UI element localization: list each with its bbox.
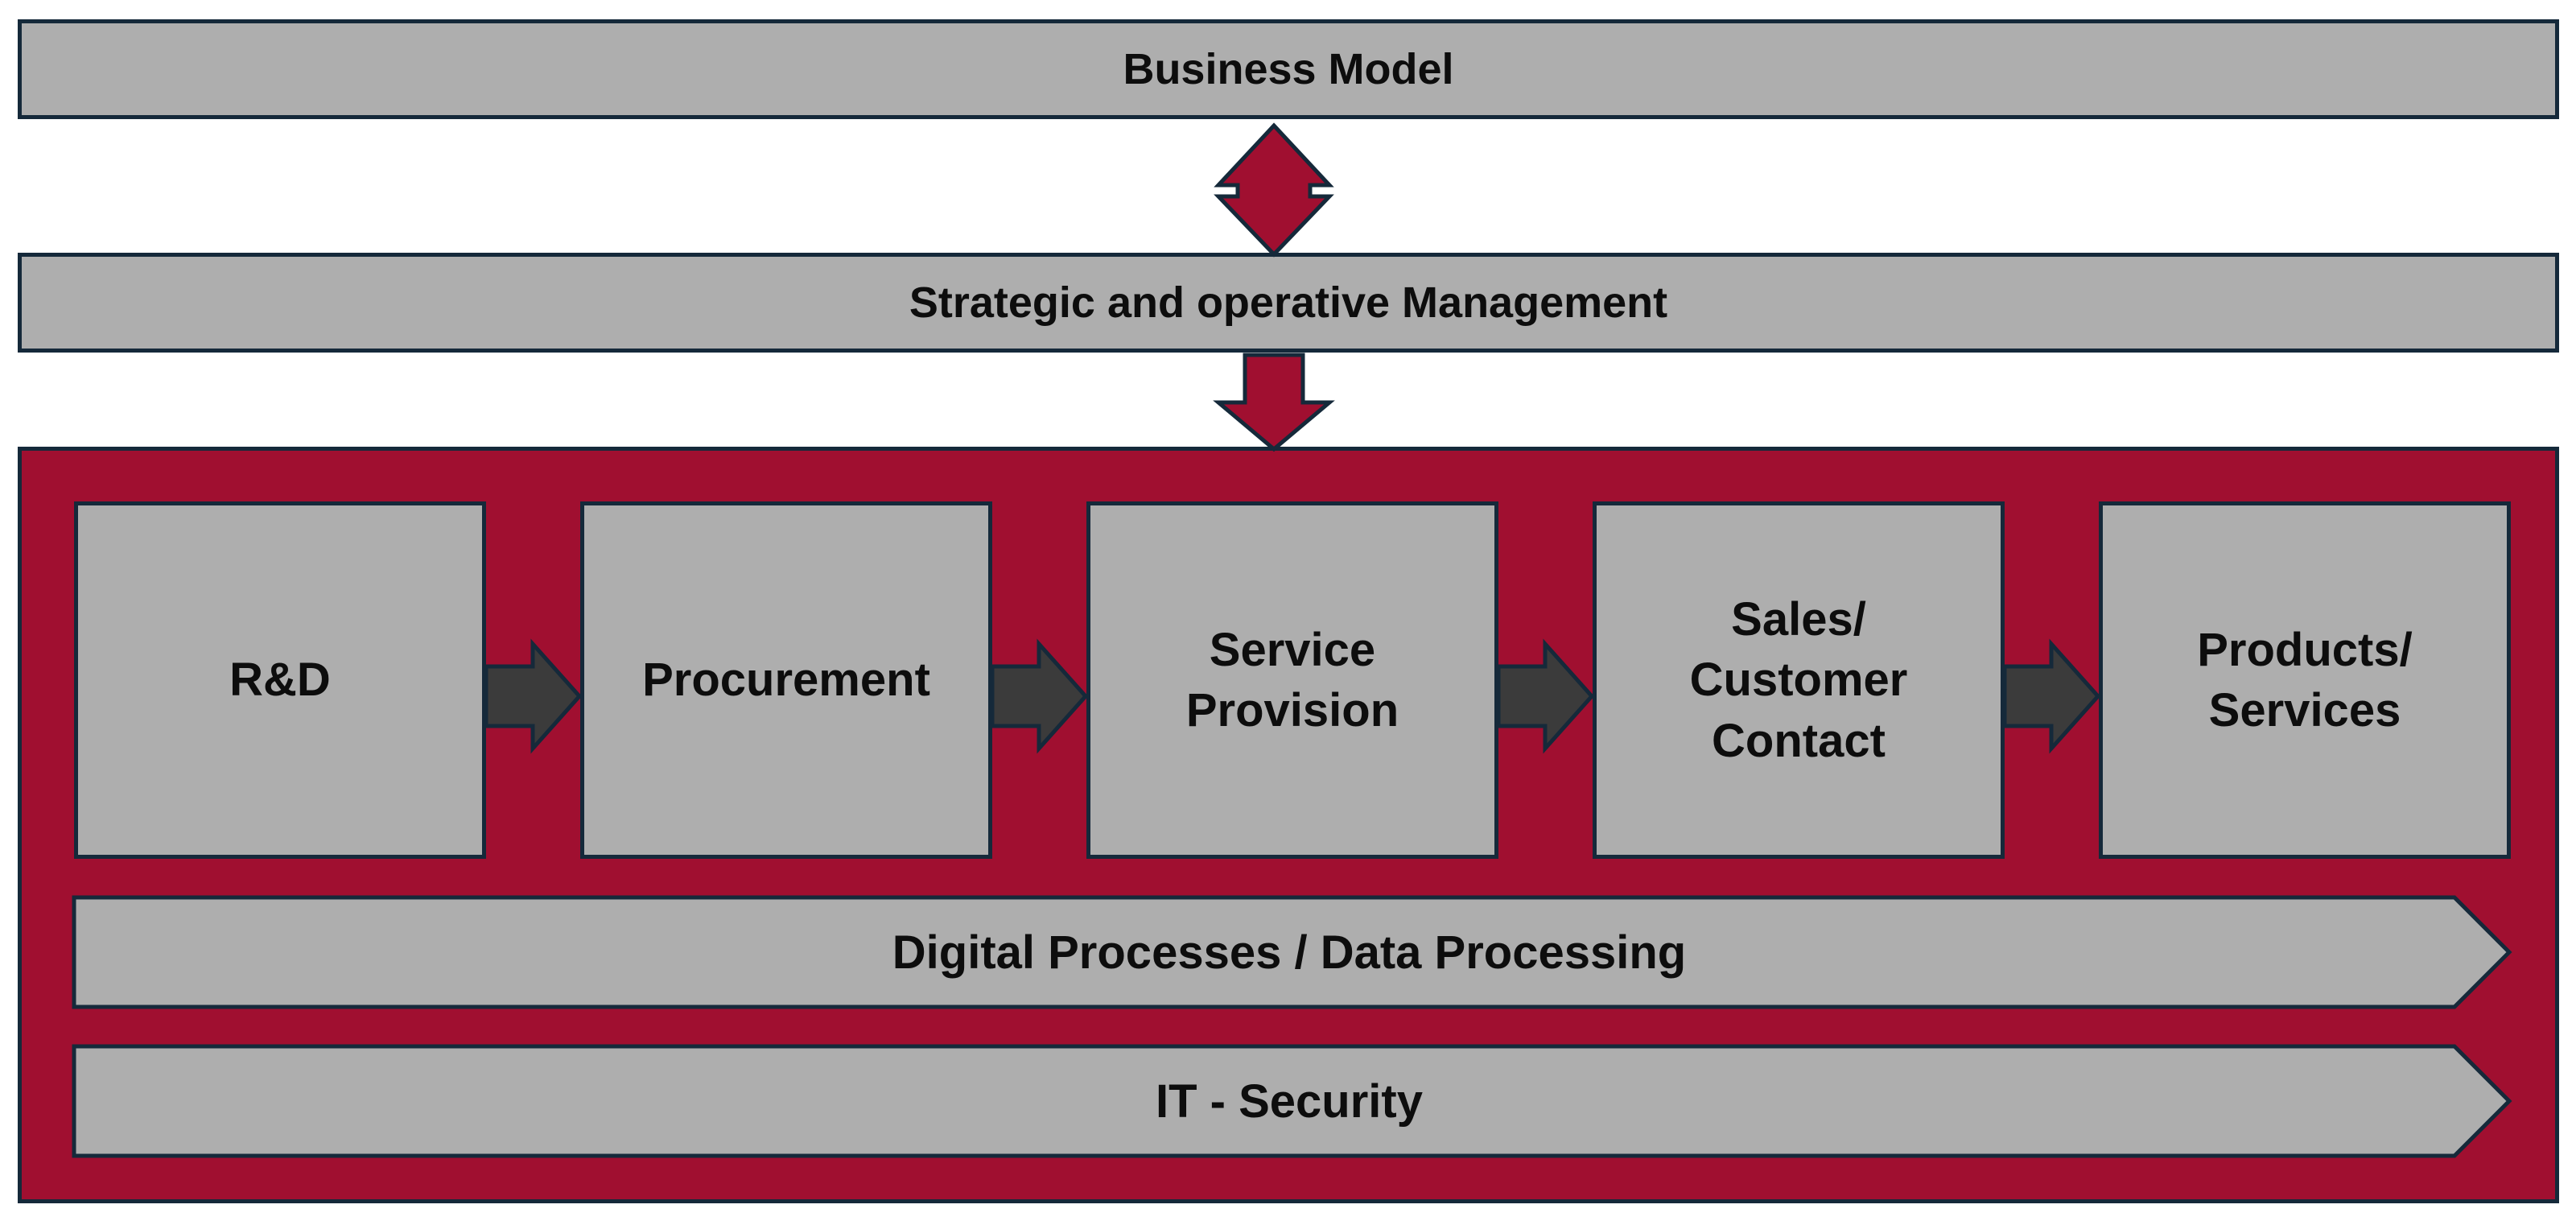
- it-security-lane: IT - Security: [74, 1046, 2504, 1156]
- business-model-band: Business Model: [18, 19, 2559, 119]
- digital-processes-lane-shape: [72, 895, 2512, 1009]
- step-products-services: Products/ Services: [2099, 501, 2511, 859]
- flow-arrow-icon: [484, 638, 583, 754]
- down-arrow-icon: [1213, 353, 1335, 452]
- step-label: R&D: [229, 654, 331, 707]
- flow-arrow-icon: [1496, 638, 1595, 754]
- step-rd: R&D: [74, 501, 486, 859]
- double-vertical-arrow-icon: [1214, 122, 1334, 258]
- step-label: Procurement: [642, 654, 930, 707]
- lane-label: Digital Processes / Data Processing: [892, 926, 1687, 979]
- step-sales-customer-contact: Sales/ Customer Contact: [1593, 501, 2005, 859]
- step-procurement: Procurement: [580, 501, 992, 859]
- management-band: Strategic and operative Management: [18, 253, 2559, 353]
- step-label: Sales/ Customer Contact: [1689, 592, 1908, 767]
- step-label: Service Provision: [1185, 623, 1399, 736]
- digital-processes-lane: Digital Processes / Data Processing: [74, 897, 2504, 1007]
- lane-label: IT - Security: [1156, 1075, 1423, 1128]
- step-label: Products/ Services: [2197, 623, 2413, 736]
- it-security-lane-shape: [72, 1044, 2512, 1158]
- step-service-provision: Service Provision: [1086, 501, 1498, 859]
- flow-arrow-icon: [990, 638, 1089, 754]
- business-model-label: Business Model: [1123, 45, 1454, 93]
- flow-arrow-icon: [2002, 638, 2101, 754]
- management-label: Strategic and operative Management: [909, 278, 1668, 327]
